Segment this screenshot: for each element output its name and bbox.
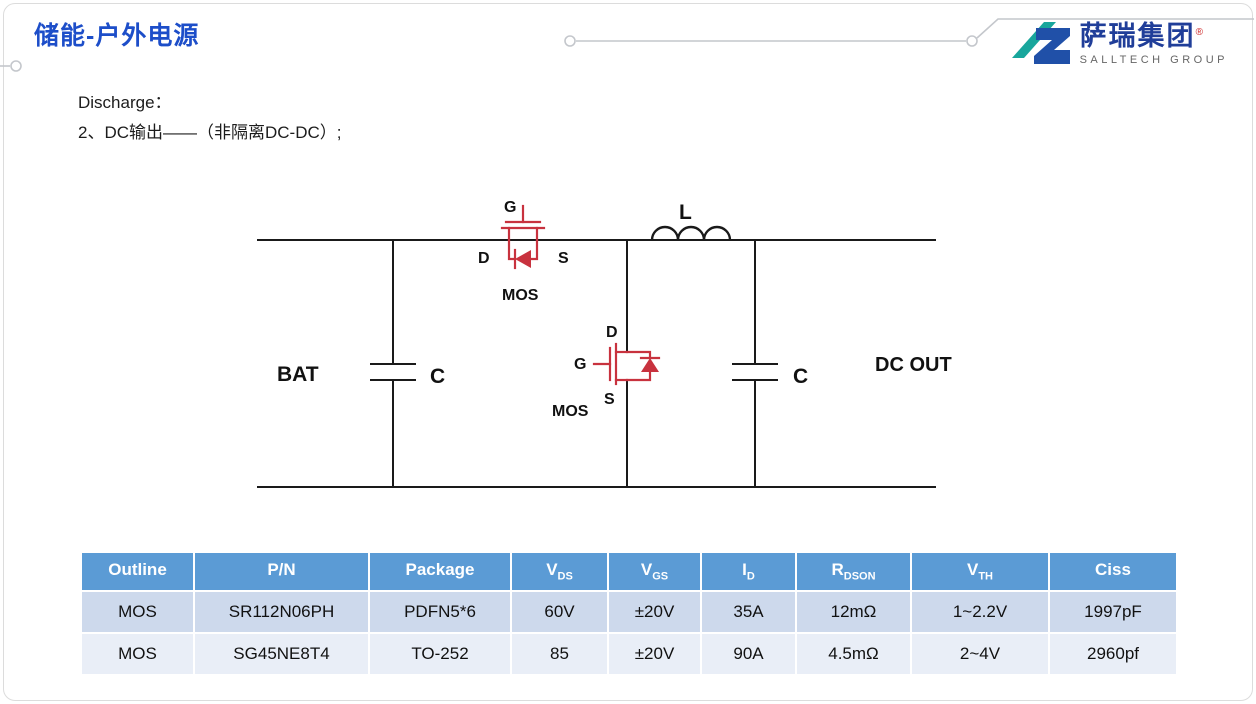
header-cell-vgs: VGS xyxy=(607,551,702,592)
table-row: MOS SR112N06PH PDFN5*6 60V ±20V 35A 12mΩ… xyxy=(80,590,1178,634)
cell-id: 35A xyxy=(700,590,797,634)
cell-vth: 1~2.2V xyxy=(910,590,1050,634)
cell-vgs: ±20V xyxy=(607,632,702,676)
hs-source-label: S xyxy=(558,250,569,267)
header-sub: D xyxy=(746,570,755,583)
header-cell-package: Package xyxy=(368,551,512,592)
page-title: 储能-户外电源 xyxy=(34,22,200,50)
ls-gate-label: G xyxy=(574,356,586,373)
logo-company-name: 萨瑞集团® xyxy=(1079,21,1205,52)
logo-blue-z xyxy=(1033,28,1070,64)
company-logo: 萨瑞集团® SALLTECH GROUP xyxy=(1008,16,1228,72)
hs-drain-label: D xyxy=(478,250,490,267)
cell-id: 90A xyxy=(700,632,797,676)
header-cell-vth: VTH xyxy=(910,551,1050,592)
header-sub: GS xyxy=(652,570,669,583)
header-text: R xyxy=(831,560,844,580)
dc-out-label: DC OUT xyxy=(875,354,952,376)
header-text: Ciss xyxy=(1095,560,1131,580)
header-sub: DSON xyxy=(843,570,876,583)
inductor-coil xyxy=(650,225,732,241)
table-row: MOS SG45NE8T4 TO-252 85 ±20V 90A 4.5mΩ 2… xyxy=(80,632,1178,676)
logo-company-name-text: 萨瑞集团 xyxy=(1079,21,1196,52)
bat-label: BAT xyxy=(277,363,319,386)
ls-diode-bottom-lead xyxy=(625,370,652,382)
logo-mark-icon xyxy=(1011,22,1070,64)
header-sub: DS xyxy=(557,570,573,583)
hs-diode-triangle xyxy=(515,250,531,268)
header-cell-id: ID xyxy=(700,551,797,592)
cap-right-label: C xyxy=(793,365,808,388)
header-text: P/N xyxy=(267,560,296,580)
hs-gate-label: G xyxy=(504,199,516,216)
logo-text: 萨瑞集团® SALLTECH GROUP xyxy=(1079,21,1228,66)
header-sub: TH xyxy=(978,570,993,583)
hs-mos-label: MOS xyxy=(502,287,539,304)
ls-diode-triangle xyxy=(641,358,659,372)
cell-vth: 2~4V xyxy=(910,632,1050,676)
right-angled-line xyxy=(976,18,1254,39)
mosfet-high-side xyxy=(500,204,546,270)
inductor-label: L xyxy=(679,201,692,224)
left-edge-circle xyxy=(10,60,22,72)
cell-ciss: 2960pf xyxy=(1048,632,1178,676)
mosfet-low-side xyxy=(592,342,661,386)
header-text: V xyxy=(966,560,979,580)
cell-pn: SR112N06PH xyxy=(193,590,370,634)
ls-mos-label: MOS xyxy=(552,403,589,420)
header-decoration xyxy=(0,18,1254,72)
header-cell-pn: P/N xyxy=(193,551,370,592)
header-text: I xyxy=(742,560,747,580)
header-cell-vds: VDS xyxy=(510,551,609,592)
cell-pn: SG45NE8T4 xyxy=(193,632,370,676)
cell-outline: MOS xyxy=(80,590,195,634)
circuit-diagram: G D S MOS D G S MOS L BAT C C DC OUT xyxy=(257,199,952,488)
header-cell-outline: Outline xyxy=(80,551,195,592)
cap-left-label: C xyxy=(430,365,445,388)
cell-vds: 60V xyxy=(510,590,609,634)
registered-mark: ® xyxy=(1195,27,1205,39)
hs-diode-right-lead xyxy=(529,238,539,261)
cell-ciss: 1997pF xyxy=(1048,590,1178,634)
cell-rdson: 12mΩ xyxy=(795,590,912,634)
mid-line-left-circle xyxy=(564,35,576,47)
header-text: V xyxy=(640,560,653,580)
cell-vds: 85 xyxy=(510,632,609,676)
logo-company-subtext: SALLTECH GROUP xyxy=(1079,53,1228,66)
cell-outline: MOS xyxy=(80,632,195,676)
ls-source-label: S xyxy=(604,391,615,408)
cell-rdson: 4.5mΩ xyxy=(795,632,912,676)
ls-diode-top-lead xyxy=(625,350,652,360)
mosfet-spec-table: Outline P/N Package VDS VGS ID RDSON VTH… xyxy=(80,551,1178,676)
header-text: Outline xyxy=(108,560,167,580)
discharge-label: Discharge： xyxy=(78,93,172,112)
mid-line-right-circle xyxy=(966,35,978,47)
cell-package: TO-252 xyxy=(368,632,512,676)
table-header-row: Outline P/N Package VDS VGS ID RDSON VTH… xyxy=(80,551,1178,592)
cell-package: PDFN5*6 xyxy=(368,590,512,634)
header-text: V xyxy=(546,560,558,580)
cell-vgs: ±20V xyxy=(607,590,702,634)
dc-output-line: 2、DC输出——（非隔离DC-DC）; xyxy=(78,123,342,142)
header-cell-rdson: RDSON xyxy=(795,551,912,592)
header-text: Package xyxy=(405,560,475,580)
ls-drain-label: D xyxy=(606,324,618,341)
header-cell-ciss: Ciss xyxy=(1048,551,1178,592)
hs-diode-left-lead xyxy=(507,238,517,261)
